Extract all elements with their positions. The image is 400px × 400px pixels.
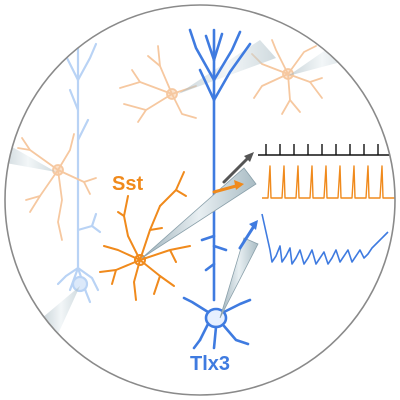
- pipette-tlx3-icon: [219, 237, 259, 319]
- field-of-view-circle: [4, 4, 396, 396]
- label-tlx3: Tlx3: [190, 353, 230, 375]
- faded-sst-neuron-left: [17, 133, 97, 241]
- label-sst: Sst: [112, 173, 143, 195]
- faded-pipette-left: [5, 140, 56, 172]
- faded-tlx3-neuron-left: [56, 38, 102, 304]
- stim-arrow-gray-icon: [222, 152, 254, 184]
- faded-sst-neuron-top: [119, 45, 197, 123]
- trace-sst-response: [262, 165, 395, 199]
- sst-neuron: [99, 171, 191, 301]
- tlx3-neuron: [182, 28, 252, 350]
- stim-arrow-orange-icon: [212, 180, 244, 194]
- faded-sst-neuron-right: [251, 39, 323, 115]
- pipette-sst-icon: [141, 167, 257, 259]
- faded-pipette-top-right: [178, 40, 276, 94]
- faded-pipette-bottom-left: [42, 286, 80, 334]
- trace-stimulus-spikes: [258, 144, 395, 156]
- trace-tlx3-response: [261, 213, 389, 265]
- stim-arrow-blue-icon: [238, 220, 258, 250]
